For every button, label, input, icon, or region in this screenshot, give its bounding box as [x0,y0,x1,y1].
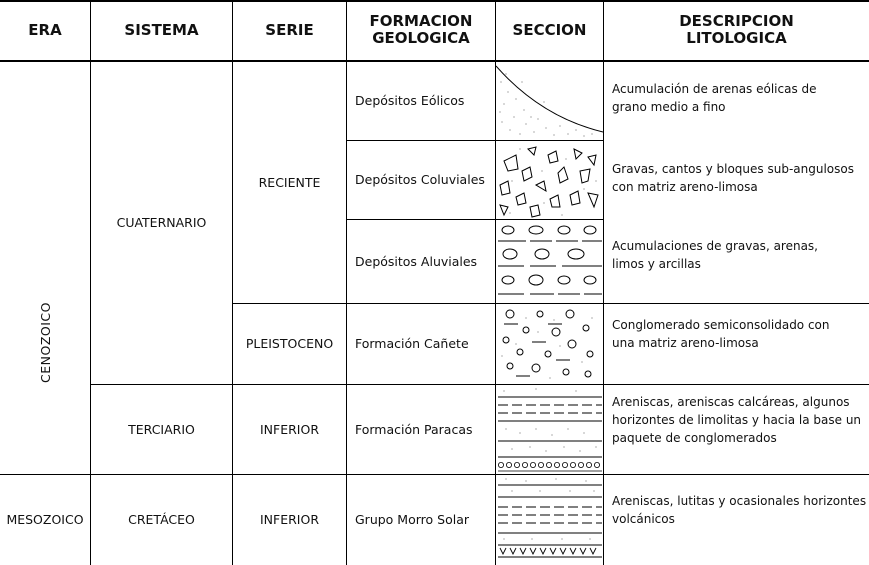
serie-pleistoceno: PLEISTOCENO [245,336,334,351]
serie-inferior-cretaceo: INFERIOR [259,512,320,527]
seccion-rounded-gravels [498,225,602,295]
table-top-border [0,0,869,2]
header-formacion-line2: GEOLOGICA [372,29,470,47]
descripcion-row-5: Areniscas, areniscas calcáreas, algunos … [604,393,869,474]
descripcion-row-6: Areniscas, lutitas y ocasionales horizon… [604,492,869,565]
row-sep-3 [233,303,869,304]
col-divider-sistema [232,0,233,565]
descripcion-row-6-line-1: Areniscas, lutitas y ocasionales horizon… [612,494,867,508]
serie-reciente: RECIENTE [258,174,321,190]
header-seccion-label: SECCION [512,20,587,39]
formacion-eolicos: Depósitos Eólicos [355,93,465,108]
era-cenozoico-cell: CENOZOICO [0,62,90,474]
serie-inferior-cretaceo-cell: INFERIOR [233,475,346,565]
row-sep-2 [346,219,603,220]
descripcion-row-3: Acumulaciones de gravas, arenas, limos y… [604,237,869,303]
header-sistema: SISTEMA [91,0,232,60]
sistema-cretaceo: CRETÁCEO [128,512,195,527]
seccion-eolian-sand [496,65,603,140]
header-sistema-label: SISTEMA [124,20,199,39]
descripcion-row-2-line-2: con matriz areno-limosa [612,180,758,194]
era-cenozoico: CENOZOICO [38,302,53,383]
sistema-terciario-cell: TERCIARIO [91,385,232,474]
header-formacion: FORMACION GEOLOGICA [347,0,495,60]
era-mesozoico-cell: MESOZOICO [0,475,90,565]
formacion-morro-solar: Grupo Morro Solar [355,512,469,527]
descripcion-row-5-line-2: horizontes de limolitas y hacia la base … [612,413,862,427]
header-serie-label: SERIE [265,20,314,39]
serie-inferior-terciario-cell: INFERIOR [233,385,346,474]
header-formacion-line1: FORMACION [369,12,473,30]
header-era-label: ERA [28,20,62,39]
header-era: ERA [0,0,90,60]
formacion-row-4: Formación Cañete [347,304,495,384]
seccion-sandstone-shale [498,388,602,472]
descripcion-row-4: Conglomerado semiconsolidado con una mat… [604,316,869,384]
header-descripcion-line1: DESCRIPCION [679,12,794,30]
formacion-row-3: Depósitos Aluviales [347,220,495,303]
descripcion-row-4-line-1: Conglomerado semiconsolidado con [612,318,830,332]
descripcion-row-1: Acumulación de arenas eólicas de grano m… [604,80,869,140]
sistema-terciario: TERCIARIO [128,421,195,437]
col-divider-era [90,0,91,565]
descripcion-row-1-line-2: grano medio a fino [612,100,726,114]
serie-inferior-terciario: INFERIOR [259,421,320,437]
formacion-row-1: Depósitos Eólicos [347,62,495,140]
descripcion-row-4-line-2: una matriz areno-limosa [612,336,759,350]
header-descripcion-line2: LITOLOGICA [686,29,787,47]
formacion-canete: Formación Cañete [355,336,469,351]
sistema-cuaternario: CUATERNARIO [116,215,207,230]
row-sep-5 [0,474,869,475]
sistema-cretaceo-cell: CRETÁCEO [91,475,232,565]
descripcion-row-5-line-3: paquete de conglomerados [612,431,777,445]
header-bottom-border [0,60,869,62]
header-serie: SERIE [233,0,346,60]
serie-pleistoceno-cell: PLEISTOCENO [233,304,346,384]
descripcion-row-2: Gravas, cantos y bloques sub-angulosos c… [604,160,869,219]
col-divider-seccion [603,0,604,565]
row-sep-4 [91,384,869,385]
col-divider-serie [346,0,347,565]
serie-reciente-cell: RECIENTE [233,62,346,303]
formacion-row-2: Depósitos Coluviales [347,141,495,219]
formacion-aluviales: Depósitos Aluviales [355,253,478,269]
col-divider-formacion [495,0,496,565]
formacion-row-5: Formación Paracas [347,385,495,474]
seccion-angular-clasts [499,146,599,218]
descripcion-row-2-line-1: Gravas, cantos y bloques sub-angulosos [612,162,854,176]
formacion-coluviales: Depósitos Coluviales [355,172,485,187]
descripcion-row-5-line-1: Areniscas, areniscas calcáreas, algunos [612,395,850,409]
formacion-paracas: Formación Paracas [355,421,473,437]
header-descripcion: DESCRIPCION LITOLOGICA [604,0,869,60]
seccion-conglomerate [501,309,594,379]
formacion-row-6: Grupo Morro Solar [347,475,495,565]
sistema-cuaternario-cell: CUATERNARIO [91,62,232,384]
seccion-sandstone-shale-volcanic [498,478,602,558]
descripcion-row-1-line-1: Acumulación de arenas eólicas de [612,82,817,96]
descripcion-row-6-line-2: volcánicos [612,512,675,526]
descripcion-row-3-line-2: limos y arcillas [612,257,701,271]
descripcion-row-3-line-1: Acumulaciones de gravas, arenas, [612,239,818,253]
header-seccion: SECCION [496,0,603,60]
row-sep-1 [346,140,603,141]
era-mesozoico: MESOZOICO [6,512,84,527]
